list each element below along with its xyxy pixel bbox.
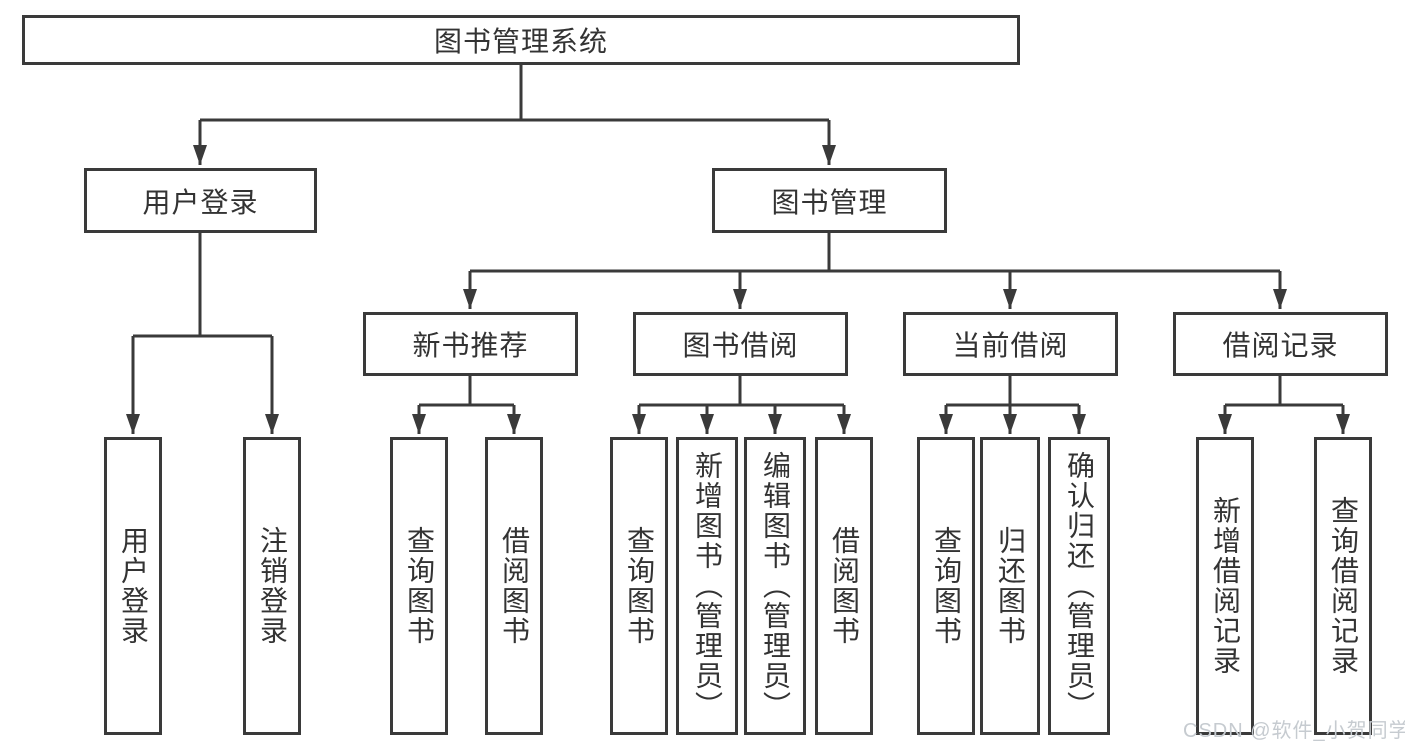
node-label: 新增图书（管理员） xyxy=(692,451,723,721)
node-label: 用户登录 xyxy=(142,186,259,218)
node-current-borrow: 当前借阅 xyxy=(903,312,1118,376)
node-label: 新书推荐 xyxy=(412,330,529,361)
leaf-return-books: 归还图书 xyxy=(980,437,1040,735)
node-label: 查询借阅记录 xyxy=(1328,496,1359,676)
node-label: 查询图书 xyxy=(931,526,962,646)
connector-bookmgmt-trunk xyxy=(470,233,1280,273)
node-label: 借阅图书 xyxy=(499,526,530,646)
node-label: 编辑图书（管理员） xyxy=(760,451,791,721)
node-label: 用户登录 xyxy=(118,526,149,646)
leaf-confirm-return-admin: 确认归还（管理员） xyxy=(1048,437,1110,735)
node-user-login: 用户登录 xyxy=(84,168,317,233)
node-new-book-recommend: 新书推荐 xyxy=(363,312,578,376)
leaf-query-books-borrow: 查询图书 xyxy=(610,437,668,735)
node-borrow-records: 借阅记录 xyxy=(1173,312,1388,376)
node-book-borrow: 图书借阅 xyxy=(633,312,848,376)
node-label: 归还图书 xyxy=(995,526,1026,646)
leaf-user-login: 用户登录 xyxy=(104,437,162,735)
leaf-borrow-books-borrow: 借阅图书 xyxy=(815,437,873,735)
node-label: 借阅记录 xyxy=(1222,330,1339,361)
node-label: 注销登录 xyxy=(257,526,288,646)
leaf-query-books-recommend: 查询图书 xyxy=(390,437,448,735)
connector-userlogin-trunk xyxy=(133,233,272,338)
leaf-query-borrow-record: 查询借阅记录 xyxy=(1314,437,1372,735)
node-label: 查询图书 xyxy=(404,526,435,646)
node-label: 新增借阅记录 xyxy=(1210,496,1241,676)
leaf-add-book-admin: 新增图书（管理员） xyxy=(676,437,738,735)
node-label: 图书借阅 xyxy=(682,330,799,361)
leaf-add-borrow-record: 新增借阅记录 xyxy=(1196,437,1254,735)
connector-borrow-trunk xyxy=(639,376,844,407)
connector-recommend-trunk xyxy=(419,376,514,407)
connector-records-trunk xyxy=(1225,376,1343,407)
node-label: 图书管理 xyxy=(771,186,888,218)
node-label: 借阅图书 xyxy=(829,526,860,646)
node-book-management: 图书管理 xyxy=(712,168,947,233)
node-label: 图书管理系统 xyxy=(433,26,608,57)
connector-root-trunk xyxy=(200,65,829,122)
csdn-watermark: CSDN @软件_小贺同学 xyxy=(1183,720,1405,742)
leaf-borrow-books-recommend: 借阅图书 xyxy=(485,437,543,735)
leaf-logout: 注销登录 xyxy=(243,437,301,735)
leaf-edit-book-admin: 编辑图书（管理员） xyxy=(744,437,806,735)
connector-current-trunk xyxy=(946,376,1079,407)
node-label: 当前借阅 xyxy=(952,330,1069,361)
node-library-management-system: 图书管理系统 xyxy=(22,15,1020,65)
leaf-query-books-current: 查询图书 xyxy=(917,437,975,735)
node-label: 确认归还（管理员） xyxy=(1064,451,1095,721)
node-label: 查询图书 xyxy=(624,526,655,646)
